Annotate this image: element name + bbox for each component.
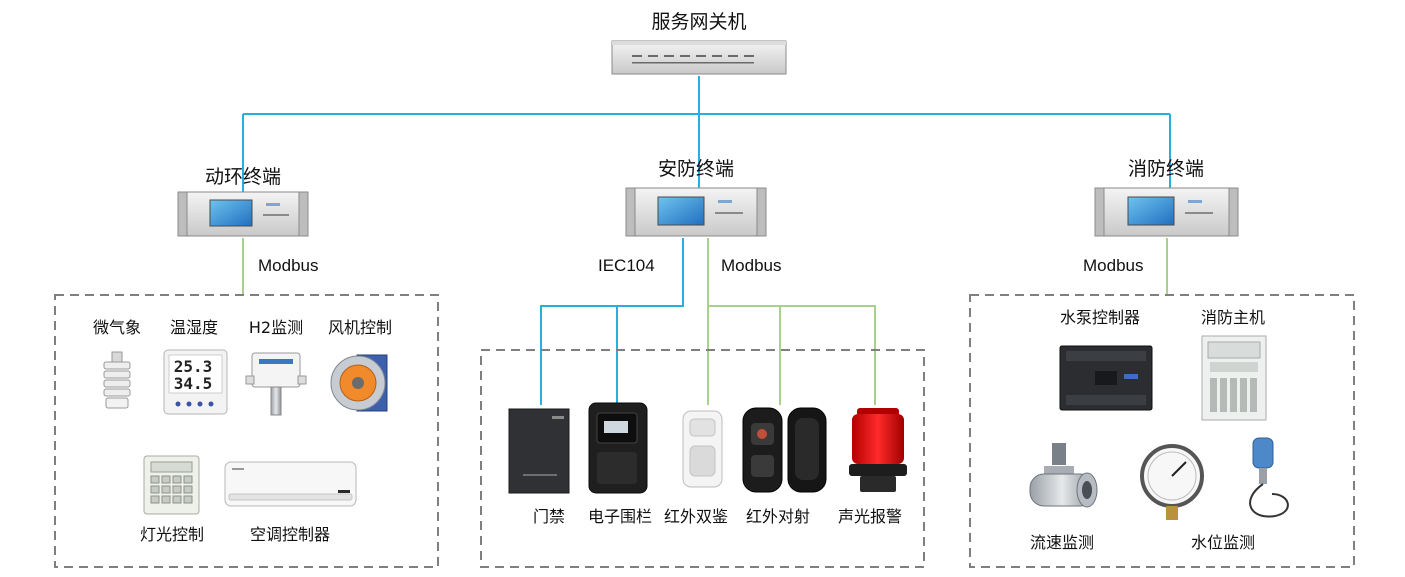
- weather-station-icon: [103, 351, 131, 409]
- h2-sensor-icon: [245, 352, 307, 416]
- thermo-reading-humidity: 34.5: [174, 374, 213, 393]
- device-label-infrared-beam: 红外对射: [746, 507, 810, 526]
- access-controller-icon: [508, 408, 570, 494]
- iec104-line: [540, 238, 684, 405]
- security-terminal-device: [625, 187, 767, 237]
- device-label-pump-controller: 水泵控制器: [1060, 308, 1140, 327]
- sound-light-alarm-icon: [849, 408, 907, 492]
- infrared-beam-detector-icon: [742, 407, 827, 493]
- fire-protocol-label: Modbus: [1083, 256, 1143, 275]
- power-env-terminal-label: 动环终端: [205, 166, 281, 188]
- fire-group-box: [969, 294, 1355, 568]
- power-env-protocol-label: Modbus: [258, 256, 318, 275]
- level-transmitter-icon: [1249, 437, 1289, 518]
- power-env-group-box: [54, 294, 439, 568]
- connection-lines: [242, 76, 1171, 405]
- temp-humidity-sensor-icon: 25.3 34.5: [163, 349, 228, 415]
- gateway-label: 服务网关机: [651, 11, 746, 33]
- security-protocol-iec104: IEC104: [598, 256, 655, 275]
- gateway-server: [611, 40, 787, 75]
- flow-meter-icon: [1029, 443, 1098, 508]
- light-control-panel-icon: [143, 455, 200, 515]
- security-terminal-label: 安防终端: [658, 158, 734, 180]
- device-label-ac-controller: 空调控制器: [250, 525, 330, 544]
- device-label-fire-host: 消防主机: [1201, 308, 1265, 327]
- device-label-electric-fence: 电子围栏: [588, 507, 652, 526]
- device-label-sound-light-alarm: 声光报警: [838, 507, 902, 526]
- fan-icon: [330, 354, 388, 412]
- dual-tech-detector-icon: [682, 410, 723, 488]
- air-conditioner-icon: [224, 461, 357, 507]
- device-label-weather: 微气象: [93, 318, 141, 337]
- device-label-temp-humidity: 温湿度: [170, 318, 218, 337]
- device-label-h2: H2监测: [249, 318, 303, 337]
- pressure-gauge-icon: [1140, 444, 1204, 520]
- device-label-fan-control: 风机控制: [328, 318, 392, 337]
- device-label-water-level-monitor: 水位监测: [1191, 533, 1255, 552]
- thermo-reading-temp: 25.3: [174, 357, 213, 376]
- security-modbus-line: [707, 238, 876, 405]
- fire-terminal-label: 消防终端: [1128, 158, 1204, 180]
- device-label-dual-tech-detector: 红外双鉴: [664, 507, 728, 526]
- device-label-light-control: 灯光控制: [140, 525, 204, 544]
- electric-fence-host-icon: [588, 402, 648, 494]
- fire-terminal-device: [1094, 187, 1239, 237]
- device-label-access-control: 门禁: [533, 507, 565, 526]
- pump-controller-plc-icon: [1059, 345, 1153, 411]
- device-label-flow-monitor: 流速监测: [1030, 533, 1094, 552]
- fire-alarm-host-icon: [1201, 335, 1267, 421]
- security-protocol-modbus: Modbus: [721, 256, 781, 275]
- power-env-terminal-device: [177, 191, 309, 237]
